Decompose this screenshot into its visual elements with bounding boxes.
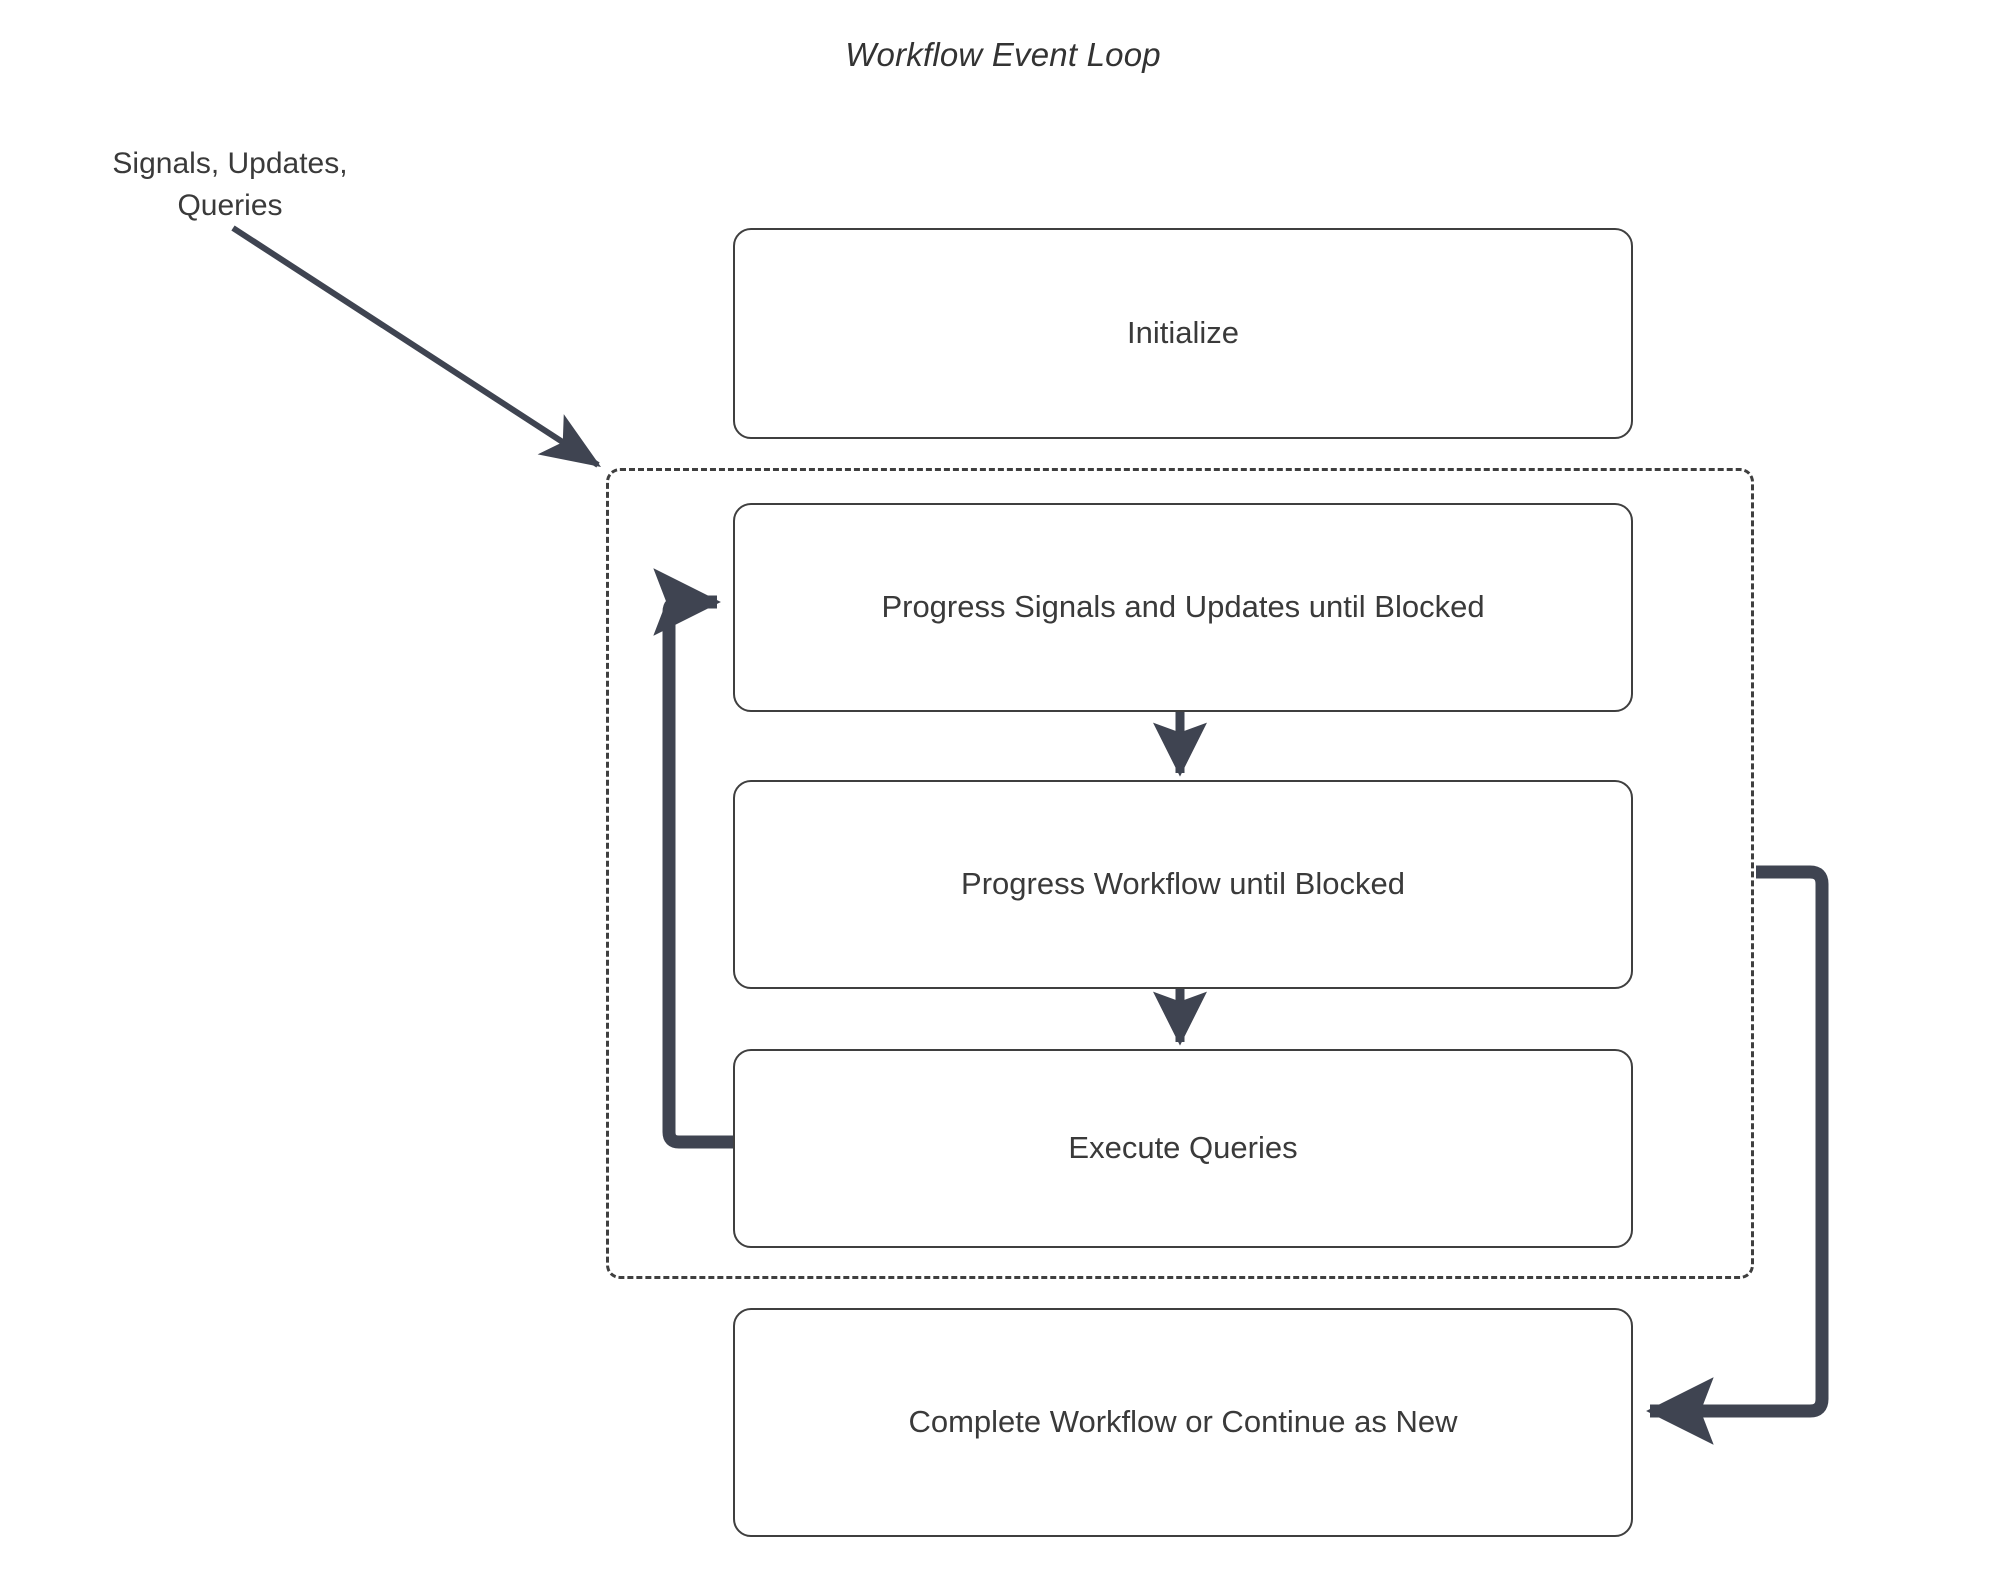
external-input-label: Signals, Updates, Queries bbox=[112, 147, 348, 222]
node-execute-queries-label: Execute Queries bbox=[1068, 1130, 1298, 1166]
event-loop-dashed-container bbox=[606, 468, 1754, 1279]
node-progress-signals-and-updates-label: Progress Signals and Updates until Block… bbox=[881, 589, 1485, 625]
node-progress-workflow-label: Progress Workflow until Blocked bbox=[961, 866, 1405, 902]
node-initialize-label: Initialize bbox=[1127, 315, 1239, 351]
node-progress-signals-and-updates[interactable]: Progress Signals and Updates until Block… bbox=[733, 503, 1633, 712]
node-initialize[interactable]: Initialize bbox=[733, 228, 1633, 439]
edge-input-to-loop bbox=[231, 225, 602, 468]
node-execute-queries[interactable]: Execute Queries bbox=[733, 1049, 1633, 1248]
node-complete-workflow-or-continue-as-new[interactable]: Complete Workflow or Continue as New bbox=[733, 1308, 1633, 1537]
node-progress-workflow[interactable]: Progress Workflow until Blocked bbox=[733, 780, 1633, 989]
page-title: Workflow Event Loop bbox=[845, 36, 1161, 73]
node-complete-workflow-label: Complete Workflow or Continue as New bbox=[908, 1404, 1458, 1440]
